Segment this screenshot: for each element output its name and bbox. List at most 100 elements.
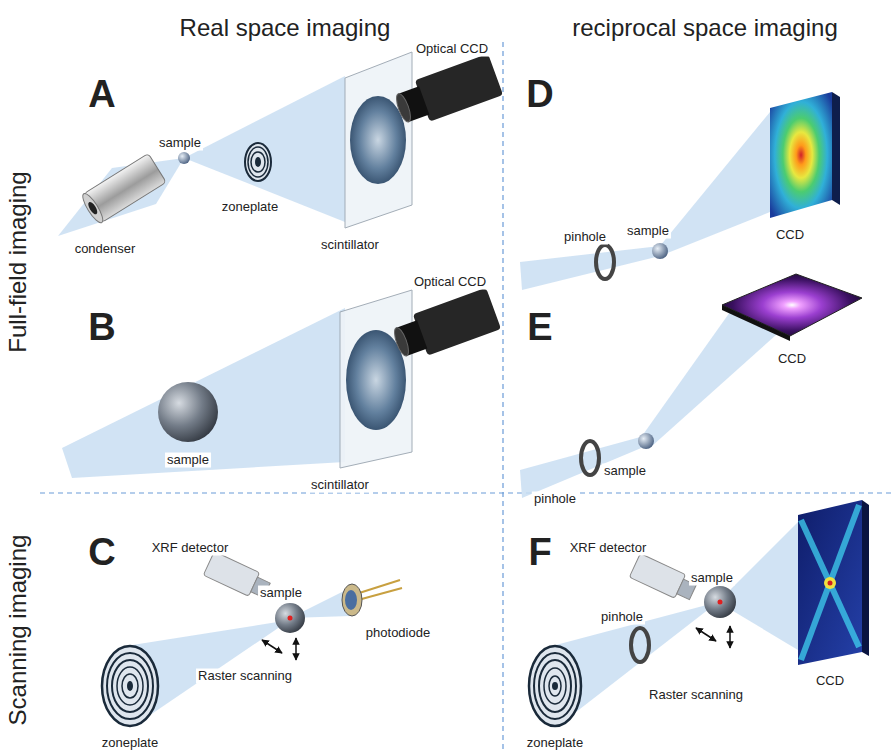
condenser-end [80, 191, 106, 225]
detector-edge [832, 92, 840, 205]
zone-ring [112, 660, 148, 712]
panel-letter: B [86, 306, 117, 350]
zone-ring [539, 660, 571, 712]
part-label: sample [625, 224, 671, 239]
detector-edge [722, 305, 790, 341]
scatter-streak [801, 520, 859, 647]
lens-front [392, 326, 412, 358]
part-label: pinhole [532, 492, 578, 507]
part-label: sample [165, 453, 211, 468]
part-label: CCD [814, 674, 846, 689]
zone-ring [534, 653, 576, 719]
part-label: photodiode [364, 626, 432, 641]
zone-center [255, 157, 261, 167]
scintillator-plate [345, 52, 412, 228]
divider [502, 42, 503, 751]
condenser-body [84, 153, 166, 222]
zoneplate-icon [245, 143, 271, 181]
lead [358, 588, 402, 600]
zoneplate-icon [102, 646, 158, 726]
zoneplate-icon [529, 646, 581, 726]
photodiode-icon [342, 580, 402, 616]
pinhole-ring [581, 441, 599, 475]
camera-icon [389, 288, 501, 365]
zone-ring [117, 667, 143, 705]
part-label: Optical CCD [412, 275, 488, 290]
detector-body [629, 554, 685, 599]
diode-window [345, 590, 357, 610]
scintillator-image [350, 96, 406, 184]
diode-case [342, 584, 362, 616]
camera-icon [391, 54, 503, 131]
scatter-center [824, 577, 836, 589]
part-label: CCD [776, 352, 808, 367]
ccd-detector [722, 274, 862, 336]
scan-arrow [295, 638, 297, 660]
row-heading: Full-field imaging [4, 169, 32, 354]
pinhole-ring [631, 628, 649, 662]
panel-letter: F [526, 531, 553, 575]
zone-ring [544, 668, 566, 704]
part-label: sample [602, 464, 648, 479]
condenser-aperture [87, 201, 100, 216]
scatter-streak [801, 505, 859, 660]
sample-sphere [638, 433, 654, 449]
part-label: condenser [73, 242, 138, 257]
beam [520, 246, 660, 290]
part-label: Optical CCD [414, 42, 490, 57]
part-label: sample [689, 571, 735, 586]
part-label: sample [157, 136, 203, 151]
condenser-icon [80, 153, 167, 225]
section-heading: reciprocal space imaging [570, 14, 839, 42]
ccd-detector [770, 92, 832, 218]
part-label: scintillator [319, 238, 381, 253]
zone-center [127, 681, 133, 691]
scan-arrow [696, 628, 716, 641]
beam-spot [718, 600, 723, 605]
zone-ring [245, 143, 271, 181]
part-label: pinhole [599, 610, 645, 625]
part-label: zoneplate [100, 736, 160, 751]
sample-sphere [178, 152, 190, 164]
detector-edge [862, 500, 869, 656]
panel-letter: C [86, 531, 117, 575]
sample-sphere [158, 382, 218, 442]
part-label: sample [258, 586, 304, 601]
beam-spot [288, 616, 293, 621]
scatter-center [828, 581, 833, 586]
beam [660, 112, 770, 256]
part-label: XRF detector [150, 541, 231, 556]
zone-ring [122, 674, 138, 698]
sample-sphere [652, 243, 668, 259]
zone-ring [102, 646, 158, 726]
beam [718, 522, 798, 650]
scintillator-plate [340, 290, 412, 468]
zone-ring [248, 147, 268, 177]
part-label: zoneplate [220, 200, 280, 215]
xrf-detector-icon [629, 554, 698, 605]
sample-sphere [275, 603, 305, 633]
beam [184, 76, 345, 222]
zone-ring [107, 653, 153, 719]
ccd-detector [798, 500, 862, 665]
panel-letter: D [524, 73, 555, 117]
panel-letter: A [86, 73, 117, 117]
zone-ring [251, 152, 265, 172]
part-label: scintillator [309, 478, 371, 493]
part-label: CCD [774, 228, 806, 243]
detector-body [203, 552, 259, 597]
lead [356, 580, 400, 594]
row-heading: Scanning imaging [4, 533, 32, 728]
part-label: pinhole [562, 230, 608, 245]
zone-center [552, 682, 558, 690]
section-heading: Real space imaging [178, 14, 393, 42]
lens-front [394, 92, 414, 124]
pinhole-ring [596, 245, 614, 279]
zone-ring [529, 646, 581, 726]
divider [40, 492, 894, 493]
scan-arrow [262, 640, 282, 653]
part-label: XRF detector [568, 541, 649, 556]
sample-sphere [704, 586, 736, 618]
part-label: zoneplate [525, 736, 585, 751]
zone-ring [549, 676, 561, 696]
